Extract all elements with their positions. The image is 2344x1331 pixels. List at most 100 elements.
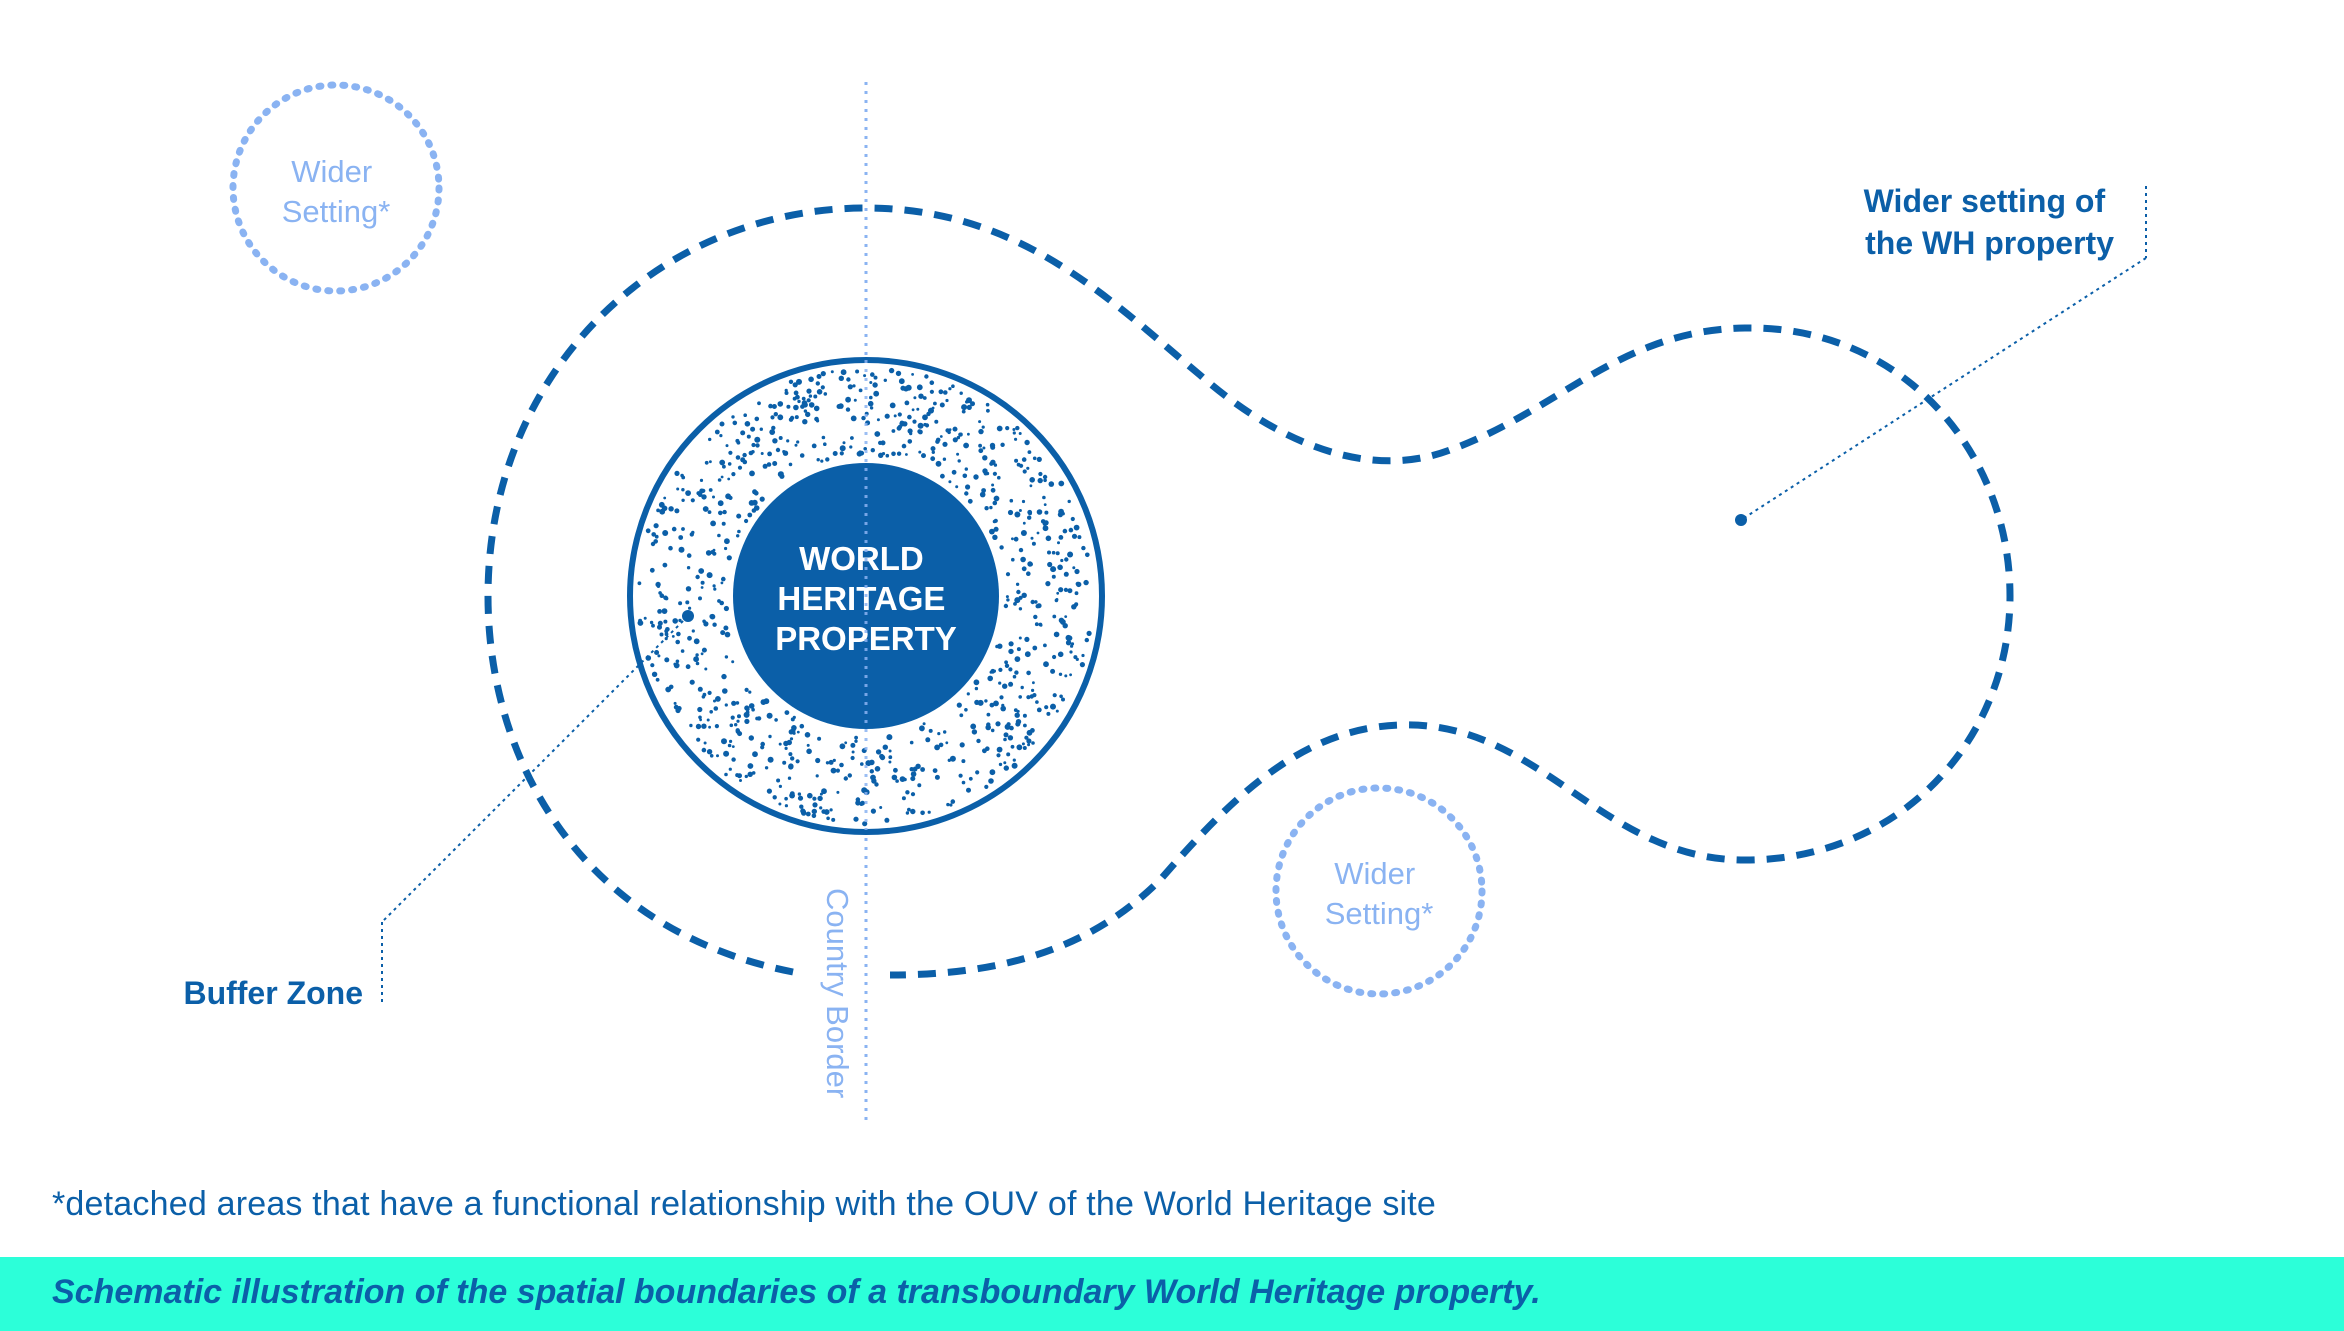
stipple-dot [828, 759, 834, 765]
stipple-dot [1064, 674, 1068, 678]
stipple-dot [807, 792, 813, 799]
stipple-dot [734, 723, 738, 727]
stipple-dot [701, 695, 706, 699]
stipple-dot [713, 706, 719, 711]
stipple-dot [821, 435, 826, 440]
stipple-dot [975, 770, 980, 775]
stipple-dot [657, 624, 662, 630]
stipple-dot [849, 445, 853, 449]
stipple-dot [806, 398, 811, 403]
stipple-dot [658, 501, 665, 508]
stipple-dot [742, 452, 747, 458]
stipple-dot [1037, 457, 1041, 461]
stipple-dot [1052, 693, 1057, 698]
stipple-dot [777, 778, 780, 782]
stipple-dot [772, 461, 778, 466]
stipple-dot [867, 400, 874, 407]
stipple-dot [933, 401, 937, 406]
stipple-dot [1059, 694, 1063, 699]
stipple-dot [909, 740, 914, 745]
stipple-dot [1067, 588, 1073, 594]
stipple-dot [737, 714, 741, 719]
stipple-dot [852, 384, 856, 388]
stipple-dot [888, 749, 892, 753]
stipple-dot [942, 441, 948, 447]
stipple-dot [981, 425, 985, 429]
stipple-dot [691, 629, 695, 633]
stipple-dot [891, 451, 896, 457]
stipple-dot [1004, 663, 1010, 668]
stipple-dot [1069, 650, 1073, 654]
stipple-dot [1027, 450, 1032, 454]
stipple-dot [959, 713, 964, 718]
stipple-dot [788, 752, 793, 757]
stipple-dot [927, 810, 931, 814]
stipple-dot [1006, 752, 1011, 757]
stipple-dot [928, 728, 933, 733]
stipple-dot [997, 475, 1001, 480]
stipple-dot [1008, 648, 1014, 655]
wider-setting-bottom-label-line1: Wider [1334, 856, 1415, 891]
stipple-dot [690, 498, 695, 503]
stipple-dot [1045, 535, 1052, 542]
stipple-dot [918, 393, 924, 399]
stipple-dot [1022, 746, 1027, 750]
stipple-dot [884, 817, 890, 823]
stipple-dot [924, 374, 929, 379]
stipple-dot [883, 378, 887, 382]
stipple-dot [754, 416, 760, 422]
stipple-dot [922, 414, 928, 421]
boundaries-diagram: WORLD HERITAGE PROPERTY Wider Setting* W… [183, 81, 2147, 1125]
stipple-dot [698, 596, 702, 601]
stipple-dot [843, 776, 848, 781]
stipple-dot [853, 398, 857, 402]
stipple-dot [1003, 732, 1009, 738]
stipple-dot [1070, 516, 1075, 522]
stipple-dot [717, 478, 722, 482]
stipple-dot [1024, 439, 1030, 446]
stipple-dot [920, 767, 925, 772]
stipple-dot [942, 457, 947, 461]
stipple-dot [788, 462, 793, 467]
stipple-dot [1064, 557, 1069, 562]
stipple-dot [970, 723, 977, 730]
stipple-dot [747, 771, 753, 777]
stipple-dot [1077, 535, 1082, 540]
stipple-dot [1070, 642, 1075, 646]
stipple-dot [778, 802, 782, 806]
stipple-dot [932, 768, 938, 773]
stipple-dot [1003, 761, 1007, 765]
stipple-dot [745, 707, 750, 712]
stipple-dot [731, 757, 736, 762]
stipple-dot [1021, 499, 1026, 504]
stipple-dot [926, 411, 931, 417]
stipple-dot [959, 742, 965, 748]
wh-setting-label-line2: the WH property [1865, 225, 2114, 261]
wh-property-label-line1: WORLD [799, 540, 924, 577]
stipple-dot [804, 732, 811, 738]
stipple-dot [802, 419, 808, 425]
stipple-dot [1038, 471, 1043, 477]
stipple-dot [873, 390, 880, 397]
stipple-dot [718, 510, 723, 516]
stipple-dot [830, 767, 837, 774]
stipple-dot [651, 623, 655, 628]
stipple-dot [878, 452, 884, 458]
stipple-dot [984, 784, 989, 790]
stipple-dot [664, 629, 669, 634]
stipple-dot [964, 708, 968, 712]
stipple-dot [757, 401, 761, 406]
stipple-dot [1018, 695, 1022, 699]
stipple-dot [820, 385, 825, 390]
stipple-dot [1050, 668, 1056, 674]
stipple-dot [1052, 654, 1057, 660]
stipple-dot [1043, 503, 1047, 506]
stipple-dot [665, 686, 672, 693]
stipple-dot [1007, 509, 1014, 516]
stipple-dot [1024, 735, 1029, 740]
stipple-dot [654, 534, 659, 539]
stipple-dot [903, 777, 907, 782]
stipple-dot [658, 591, 662, 595]
stipple-dot [668, 506, 674, 512]
stipple-dot [860, 800, 865, 806]
